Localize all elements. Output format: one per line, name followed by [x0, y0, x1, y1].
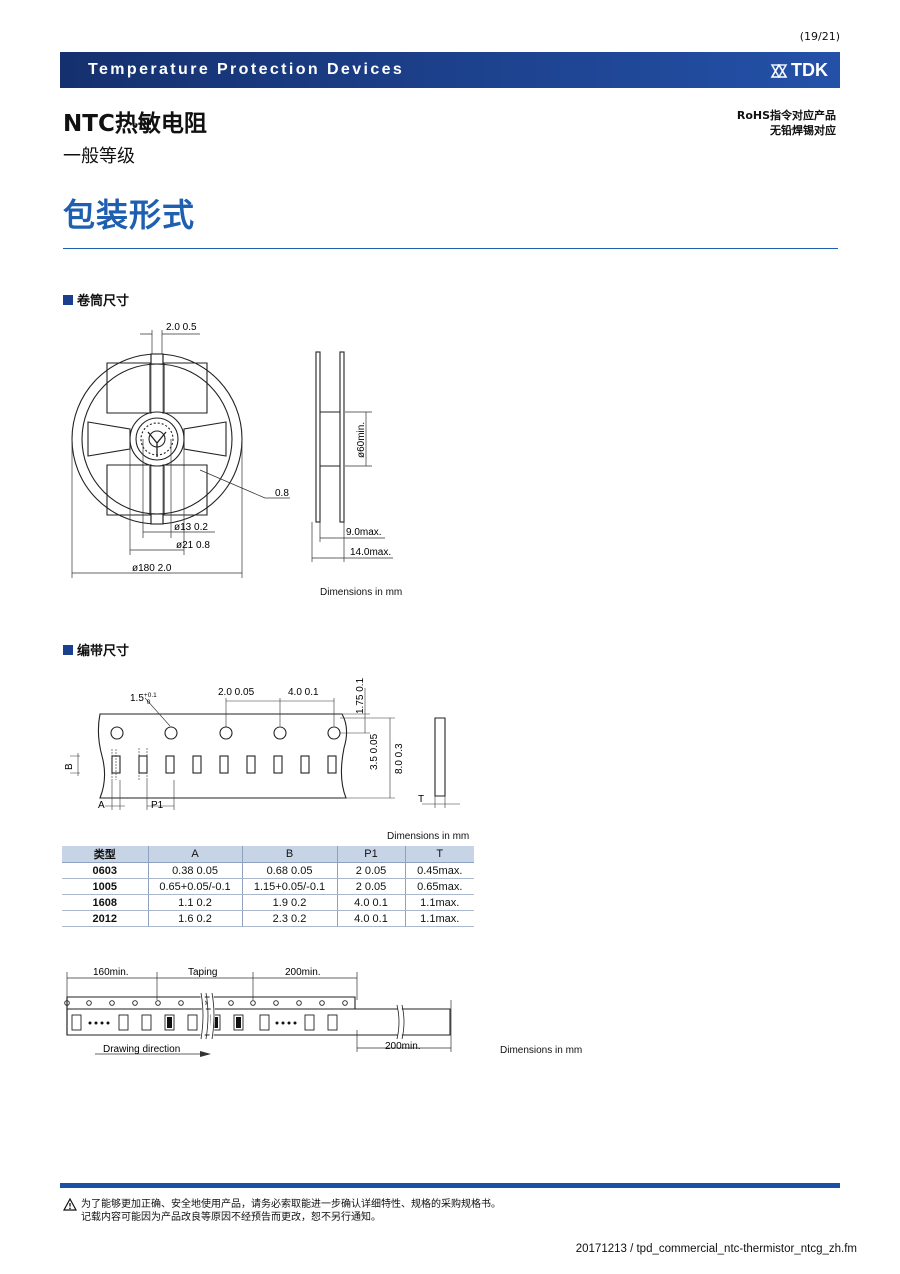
leader-160: 160min. [93, 967, 129, 978]
tape-d20: 2.0 0.05 [218, 687, 255, 698]
rohs-note: RoHS指令对应产品 无铅焊锡对应 [737, 108, 836, 138]
reel-inner-rim [81, 363, 233, 515]
tape-label-t: T [418, 794, 424, 805]
reel-w14: 14.0max. [350, 547, 391, 558]
table-cell: 1.15+0.05/-0.1 [241, 878, 337, 895]
reel-drawing: 2.0 0.5 0.8 ø13 0.2 ø21 0.8 ø180 2.0 ø60… [71, 322, 393, 578]
reel-units: Dimensions in mm [320, 587, 403, 598]
table-cell: 2.3 0.2 [241, 910, 337, 927]
tape-label-p1: P1 [151, 800, 164, 811]
table-cell: 2 0.05 [336, 878, 405, 895]
table-cell: 2012 [62, 910, 148, 927]
footer-text: 20171213 / tpd_commercial_ntc-thermistor… [575, 1243, 857, 1255]
reel-d60: ø60min. [356, 422, 367, 458]
reel-d180: ø180 2.0 [132, 563, 172, 574]
section-tape-label: 编带尺寸 [77, 644, 130, 659]
leader-200a: 200min. [285, 967, 321, 978]
table-cell: 0.68 0.05 [241, 862, 337, 879]
tape-d35: 3.5 0.05 [369, 733, 380, 770]
leader-taping: Taping [188, 967, 217, 978]
notice-line2: 记载内容可能因为产品改良等原因不经预告而更改，恕不另行通知。 [81, 1212, 381, 1223]
table-cell: 1.1max. [404, 910, 474, 927]
tdk-logo: TDK [770, 60, 828, 81]
leader-drawing: 160min. Taping 200min. 200min. Drawing d… [64, 967, 452, 1057]
rohs-line2: 无铅焊锡对应 [770, 124, 836, 137]
reel-side-flange-left [315, 351, 321, 523]
table-cell: 1.6 0.2 [147, 910, 242, 927]
product-title: NTC热敏电阻 [63, 111, 207, 137]
tape-d175: 1.75 0.1 [355, 677, 366, 714]
table-cell: 0.45max. [404, 862, 474, 879]
reel-hub-inner [135, 417, 179, 461]
table-cell: 0.65max. [404, 878, 474, 895]
table-cell: 0.38 0.05 [147, 862, 242, 879]
banner-title: Temperature Protection Devices [88, 61, 405, 78]
table-header-cell: A [147, 846, 242, 863]
table-cell: 4.0 0.1 [336, 894, 405, 911]
tape-side-view [434, 717, 446, 797]
reel-d13: ø13 0.2 [174, 522, 208, 533]
drawing-direction: Drawing direction [103, 1044, 180, 1055]
header-banner [60, 52, 840, 88]
table-cell: 4.0 0.1 [336, 910, 405, 927]
tape-label-a: A [98, 800, 105, 811]
section-square-icon [63, 644, 73, 655]
tape-d80: 8.0 0.3 [394, 743, 405, 774]
table-header-cell: P1 [336, 846, 405, 863]
table-cell: 2 0.05 [336, 862, 405, 879]
page-title: 包装形式 [63, 196, 196, 234]
title-divider [63, 248, 838, 249]
section-reel-label: 卷筒尺寸 [77, 294, 130, 309]
section-reel-heading: 卷筒尺寸 [63, 290, 129, 309]
table-header-cell: B [241, 846, 337, 863]
section-square-icon [63, 294, 73, 305]
section-tape-heading: 编带尺寸 [63, 640, 129, 659]
table-cell: 1.1max. [404, 894, 474, 911]
reel-hub-outer [129, 411, 185, 467]
notice: 为了能够更加正确、安全地使用产品，请务必索取能进一步确认详细特性、规格的采购规格… [63, 1198, 501, 1224]
reel-w9: 9.0max. [346, 527, 382, 538]
table-cell: 1608 [62, 894, 148, 911]
page-number: (19/21) [799, 30, 840, 43]
product-grade: 一般等级 [63, 146, 135, 167]
footer-divider [60, 1183, 840, 1188]
reel-d08: 0.8 [275, 488, 289, 499]
reel-top-dim: 2.0 0.5 [166, 322, 197, 333]
reel-d21: ø21 0.8 [176, 540, 210, 551]
tape-units: Dimensions in mm [387, 831, 470, 842]
tape-d40: 4.0 0.1 [288, 687, 319, 698]
table-header-cell: 类型 [62, 846, 148, 863]
table-header-cell: T [404, 846, 474, 863]
table-cell: 0603 [62, 862, 148, 879]
reel-outer-flange [71, 353, 243, 525]
leader-units: Dimensions in mm [500, 1045, 583, 1056]
table-cell: 1005 [62, 878, 148, 895]
notice-line1: 为了能够更加正确、安全地使用产品，请务必索取能进一步确认详细特性、规格的采购规格… [81, 1199, 501, 1210]
tdk-logo-text: TDK [791, 60, 828, 80]
tdk-logo-icon [770, 63, 788, 78]
table-cell: 1.1 0.2 [147, 894, 242, 911]
reel-side-flange-right [339, 351, 345, 523]
tape-label-b: B [64, 763, 75, 770]
warning-icon [63, 1198, 77, 1211]
rohs-line1: RoHS指令对应产品 [736, 109, 836, 122]
table-header-row: 类型 A B P1 T [62, 846, 474, 863]
leader-200b: 200min. [385, 1041, 421, 1052]
table-cell: 1.9 0.2 [241, 894, 337, 911]
table-cell: 0.65+0.05/-0.1 [147, 878, 242, 895]
